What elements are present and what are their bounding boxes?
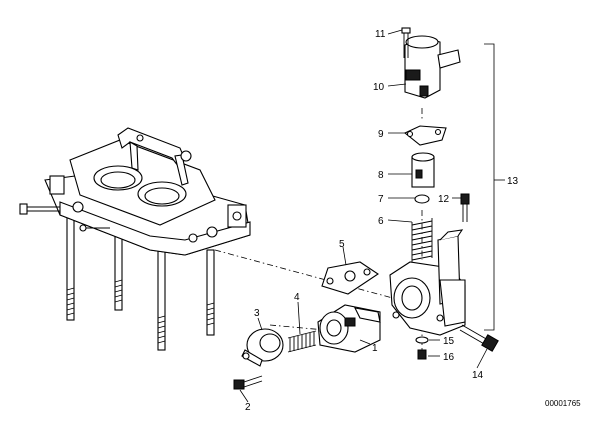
callout-5: 5: [339, 239, 345, 250]
carburetor-body: [19, 127, 251, 351]
callout-4: 4: [294, 292, 300, 303]
callout-6: 6: [378, 216, 384, 227]
callout-2: 2: [245, 402, 251, 413]
callout-12: 12: [438, 194, 450, 205]
callout-16: 16: [443, 352, 455, 363]
o-ring-part-15: [415, 336, 429, 344]
washer-part-7: [414, 194, 430, 204]
screw-part-16: [417, 349, 427, 360]
pump-body-part-1: [317, 304, 381, 353]
pump-housing: [389, 229, 466, 336]
callout-11: 11: [375, 29, 386, 40]
screw-part-2: [233, 375, 263, 390]
adjusting-screw-part-12: [460, 193, 470, 222]
bolt-part-14: [459, 324, 499, 352]
callout-9: 9: [378, 129, 384, 140]
callout-7: 7: [378, 194, 384, 205]
spring-part-4: [287, 330, 317, 353]
callout-10: 10: [373, 82, 385, 93]
sleeve-part-8: [411, 152, 435, 188]
leader-lines: [239, 29, 505, 403]
diagram-code: 00001765: [545, 399, 581, 408]
callout-13: 13: [507, 176, 519, 187]
callout-15: 15: [443, 336, 455, 347]
diaphragm-cover-part-3: [241, 328, 284, 367]
callout-3: 3: [254, 308, 260, 319]
spring-part-6: [411, 218, 433, 262]
callout-8: 8: [378, 170, 384, 181]
callout-labels: 1 2 3 4 5 6 7 8 9 10 11 12 13 14 15 16: [245, 29, 519, 413]
screw-part-11: [401, 27, 411, 58]
callout-1: 1: [372, 343, 378, 354]
callout-14: 14: [472, 370, 484, 381]
plate-part-5: [321, 261, 379, 295]
cover-part-10: [404, 35, 461, 99]
